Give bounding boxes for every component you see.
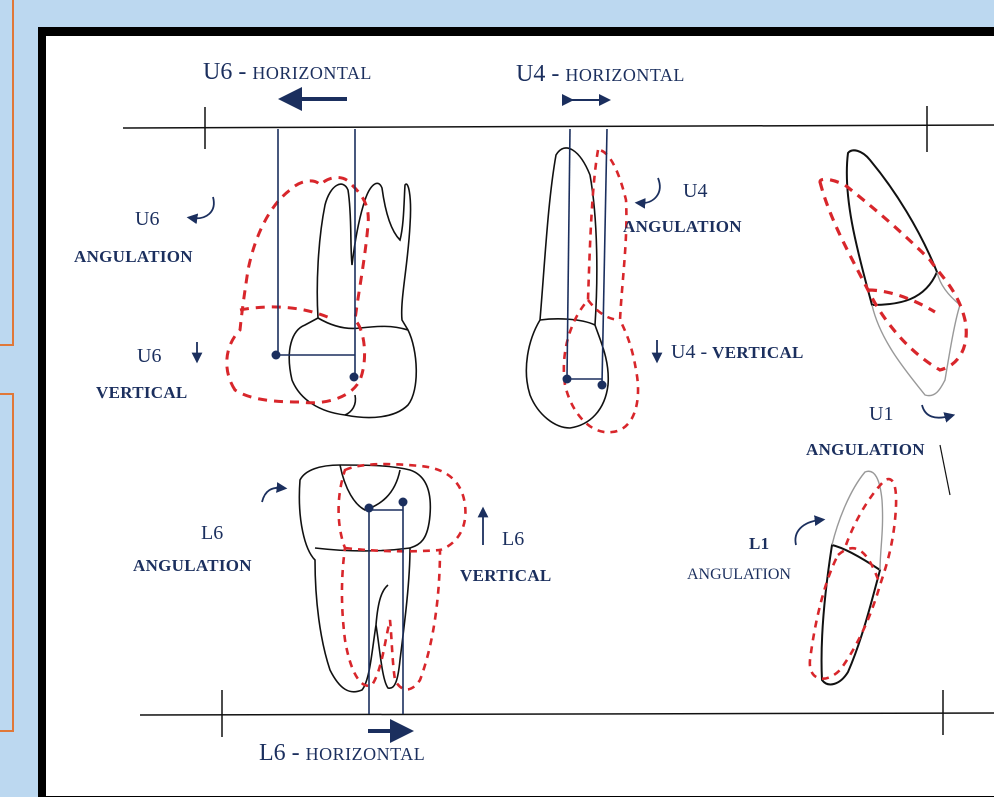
curved-arrow-icon: [922, 405, 950, 418]
label-separator: -: [286, 740, 306, 766]
l6-reference-point: [399, 498, 408, 507]
label-code: U4: [671, 341, 695, 363]
label-l6-vertical-word: VERTICAL: [460, 567, 552, 584]
diagram-sheet: U6 - HORIZONTAL U4 - HORIZONTAL L6 - HOR…: [46, 36, 994, 796]
u6-reference-lines: [278, 129, 355, 375]
u4-moved-outline: [564, 150, 638, 432]
curved-arrow-icon: [192, 197, 214, 218]
label-u6-angulation-word: ANGULATION: [74, 248, 193, 265]
label-separator: -: [232, 59, 252, 85]
label-u4-angulation-code: U4: [683, 181, 707, 201]
u4-reference-point: [598, 381, 607, 390]
label-u4-vertical: U4 - VERTICAL: [671, 342, 804, 362]
curved-arrow-icon: [640, 178, 660, 203]
u6-original-outline: [289, 183, 416, 417]
left-panel-bottom: [0, 393, 14, 732]
l6-reference-point: [365, 504, 374, 513]
u1-pointer-line: [940, 445, 950, 495]
u1-original-outline: [847, 150, 937, 305]
u6-moved-outline: [227, 178, 369, 403]
l6-original-outline: [299, 465, 430, 692]
label-code: U4: [516, 61, 545, 87]
label-word: HORIZONTAL: [565, 65, 685, 85]
label-l1-angulation-word: ANGULATION: [687, 567, 791, 583]
curved-arrow-icon: [262, 488, 282, 502]
left-panel-top: [0, 0, 14, 346]
label-u1-angulation-word: ANGULATION: [806, 441, 925, 458]
label-l6-vertical-code: L6: [502, 529, 524, 549]
u1-moved-outline: [820, 179, 966, 370]
label-l1-angulation-code: L1: [749, 535, 769, 552]
label-word: HORIZONTAL: [306, 744, 426, 764]
curved-arrow-icon: [795, 520, 820, 545]
label-u6-angulation-code: U6: [135, 209, 159, 229]
label-u4-horizontal: U4 - HORIZONTAL: [516, 62, 685, 86]
u6-reference-point: [272, 351, 281, 360]
label-u6-horizontal: U6 - HORIZONTAL: [203, 60, 372, 84]
label-word: VERTICAL: [712, 343, 804, 362]
u4-reference-point: [563, 375, 572, 384]
label-l6-angulation-word: ANGULATION: [133, 557, 252, 574]
u6-reference-point: [350, 373, 359, 382]
label-u6-vertical-word: VERTICAL: [96, 384, 188, 401]
label-word: HORIZONTAL: [252, 63, 372, 83]
lower-reference-line: [140, 690, 994, 737]
label-u4-angulation-word: ANGULATION: [623, 218, 742, 235]
label-l6-angulation-code: L6: [201, 523, 223, 543]
label-u6-vertical-code: U6: [137, 346, 161, 366]
upper-reference-line: [123, 106, 994, 152]
label-separator: -: [545, 61, 565, 87]
l1-moved-outline: [810, 479, 896, 679]
label-code: U6: [203, 59, 232, 85]
tooth-movement-diagram: [46, 36, 994, 796]
label-l6-horizontal: L6 - HORIZONTAL: [259, 741, 425, 765]
label-code: L6: [259, 740, 286, 766]
label-u1-angulation-code: U1: [869, 404, 893, 424]
label-separator: -: [695, 341, 712, 363]
